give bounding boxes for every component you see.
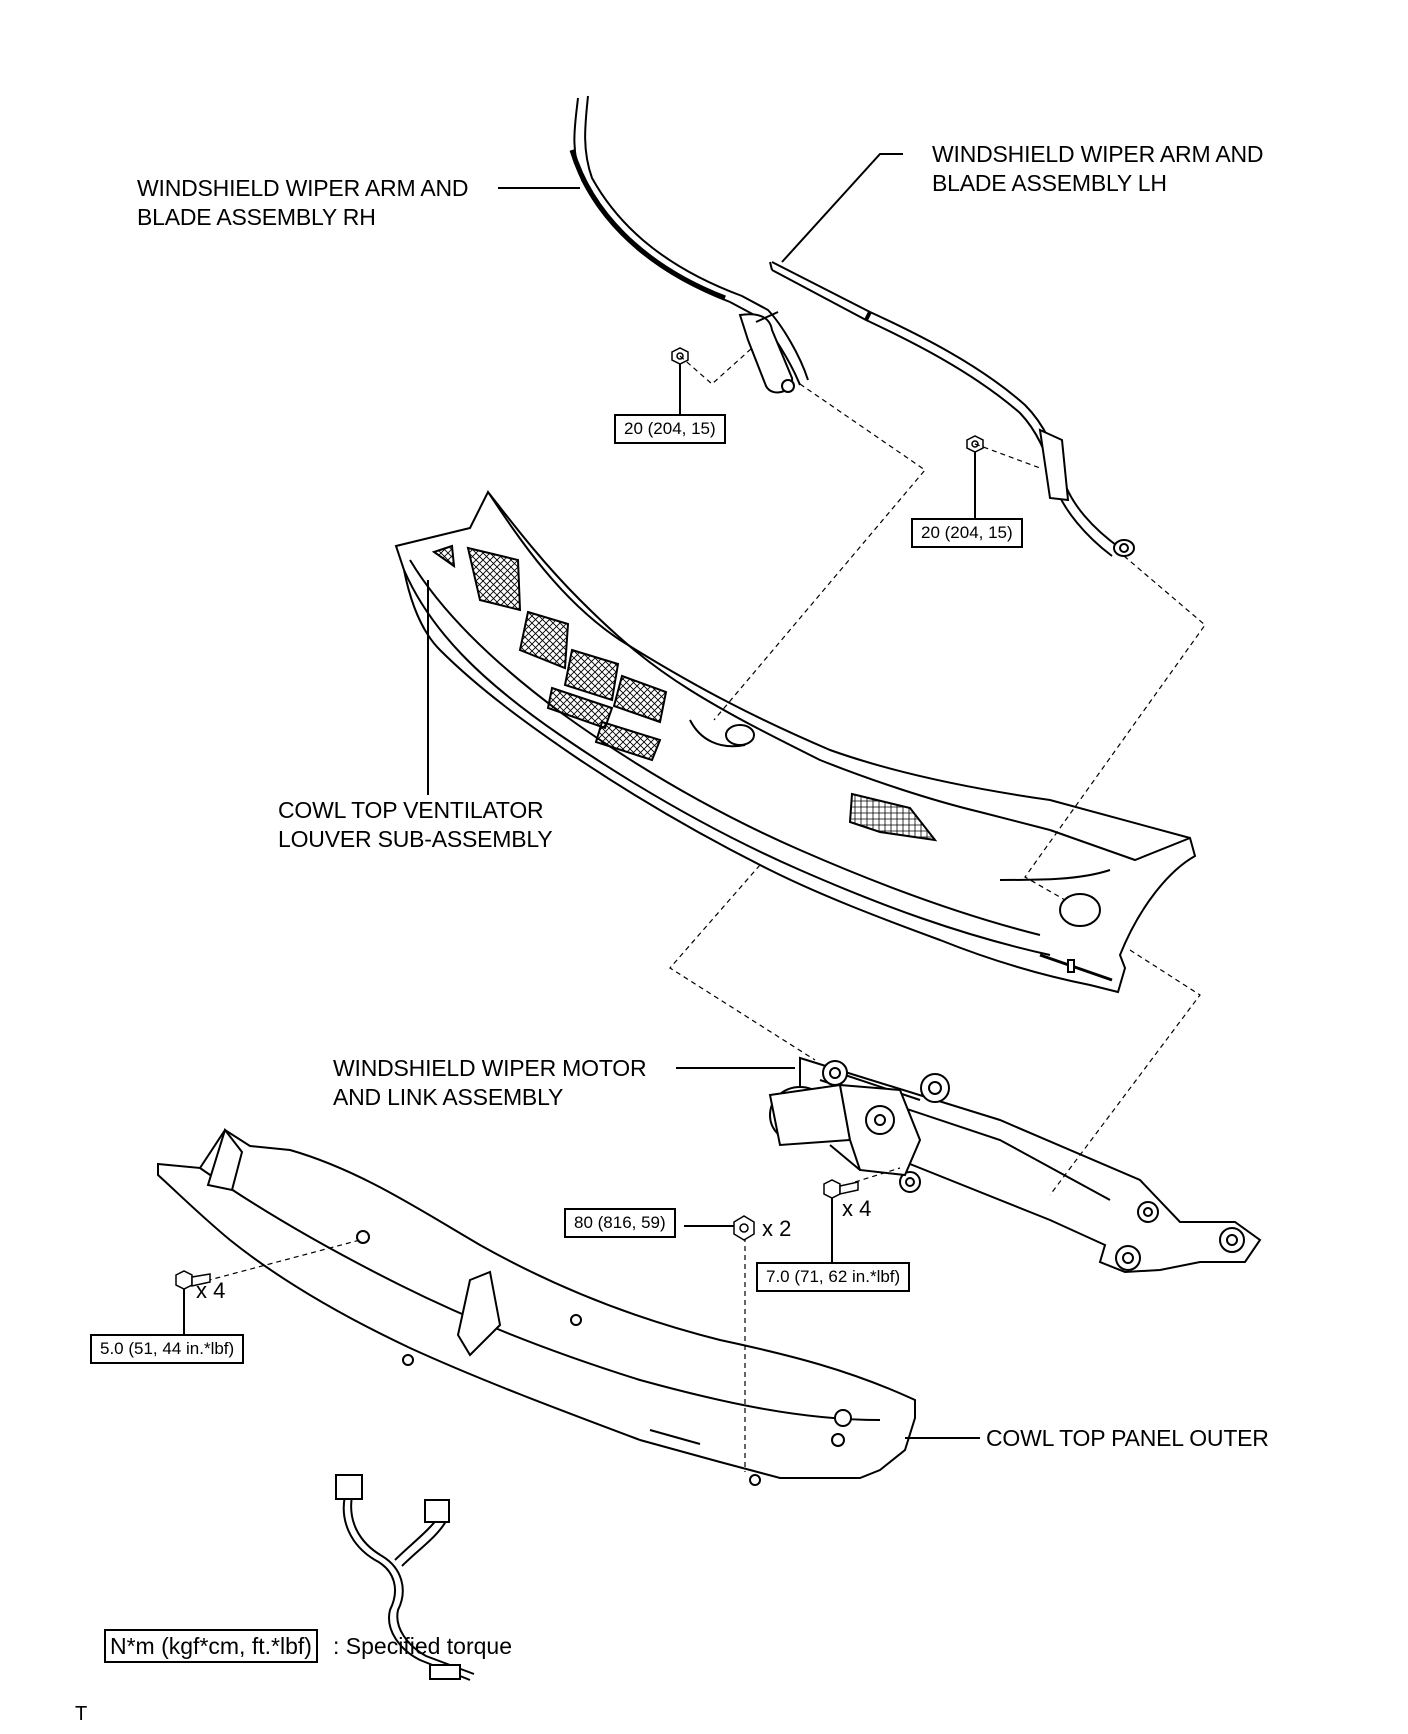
label-wiper-motor-line1: WINDSHIELD WIPER MOTOR — [333, 1055, 647, 1081]
label-wiper-arm-rh-line2: BLADE ASSEMBLY RH — [137, 204, 376, 230]
label-louver-line2: LOUVER SUB-ASSEMBLY — [278, 826, 553, 852]
label-wiper-arm-rh-line1: WINDSHIELD WIPER ARM AND — [137, 175, 469, 201]
qty-panel-bolt: x 4 — [196, 1278, 226, 1303]
legend-torque-box: N*m (kgf*cm, ft.*lbf) — [104, 1629, 318, 1663]
wiper-arm-rh — [569, 95, 809, 394]
legend-torque-text: : Specified torque — [333, 1633, 513, 1659]
motor-nut — [733, 1215, 755, 1241]
label-wiper-motor: WINDSHIELD WIPER MOTOR AND LINK ASSEMBLY — [333, 1054, 647, 1112]
wiper-motor-and-link — [768, 1056, 1262, 1274]
torque-arm-lh: 20 (204, 15) — [911, 518, 1023, 548]
qty-motor-nut: x 2 — [762, 1216, 792, 1241]
torque-arm-rh: 20 (204, 15) — [614, 414, 726, 444]
label-panel-outer: COWL TOP PANEL OUTER — [986, 1425, 1269, 1451]
cowl-top-panel-outer — [157, 1127, 916, 1486]
label-wiper-arm-lh-line1: WINDSHIELD WIPER ARM AND — [932, 141, 1264, 167]
wiper-arm-lh — [769, 261, 1135, 557]
leader-lines — [183, 153, 980, 1439]
footer-code: T — [75, 1703, 88, 1725]
label-louver: COWL TOP VENTILATOR LOUVER SUB-ASSEMBLY — [278, 796, 553, 854]
label-wiper-arm-lh: WINDSHIELD WIPER ARM AND BLADE ASSEMBLY … — [932, 140, 1263, 198]
torque-panel-bolt: 5.0 (51, 44 in.*lbf) — [90, 1334, 245, 1364]
torque-motor-nut: 80 (816, 59) — [564, 1208, 676, 1238]
panel-bolt — [175, 1270, 211, 1290]
wire-harness — [335, 1474, 475, 1681]
label-louver-line1: COWL TOP VENTILATOR — [278, 797, 544, 823]
motor-bolt — [823, 1179, 859, 1199]
alignment-lines — [197, 347, 1206, 1472]
torque-motor-bolt: 7.0 (71, 62 in.*lbf) — [756, 1262, 911, 1292]
label-wiper-motor-line2: AND LINK ASSEMBLY — [333, 1084, 564, 1110]
label-wiper-arm-lh-line2: BLADE ASSEMBLY LH — [932, 170, 1167, 196]
cowl-top-ventilator-louver — [394, 490, 1197, 994]
label-wiper-arm-rh: WINDSHIELD WIPER ARM AND BLADE ASSEMBLY … — [137, 174, 468, 232]
qty-motor-bolt: x 4 — [842, 1196, 872, 1221]
